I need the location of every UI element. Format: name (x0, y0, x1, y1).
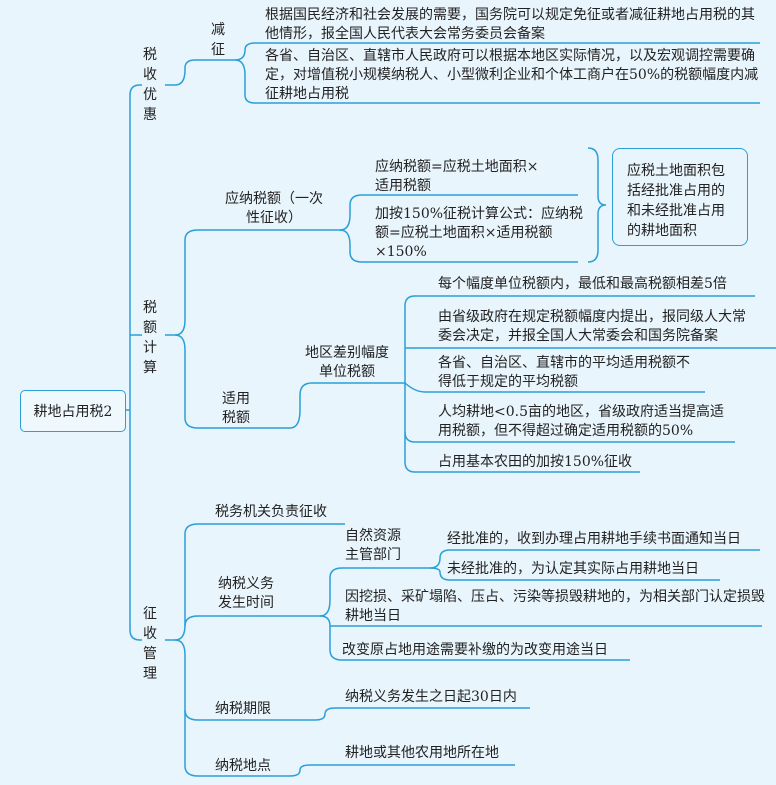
reduction-item: 各省、自治区、直辖市人民政府可以根据本地区实际情况，以及宏观调控需要确定，对增值… (265, 48, 759, 102)
collector: 税务机关负责征收 (215, 504, 327, 520)
formula: 应纳税额=应税土地面积×适用税额 (375, 159, 539, 194)
damage-item: 因挖损、采矿塌陷、压占、污染等损毁耕地的，为相关部门认定损毁耕地当日 (345, 589, 765, 624)
timing-label: 纳税义务发生时间 (218, 576, 274, 611)
reduction-item: 根据国民经济和社会发展的需要，国务院可以规定免征或者减征耕地占用税的其他情形，报… (265, 7, 755, 42)
regional-label: 地区差别幅度单位税额 (305, 345, 389, 380)
root-label: 耕地占用税2 (33, 404, 113, 420)
payable-label: 应纳税额（一次性征收） (225, 191, 323, 226)
note-box: 应税土地面积包括经批准占用的和未经批准占用的耕地面积 (612, 148, 748, 246)
rate-label: 适用税额 (222, 391, 250, 426)
root-node: 耕地占用税2 (20, 390, 126, 432)
place-label: 纳税地点 (215, 758, 271, 774)
regional-item: 每个幅度单位税额内，最低和最高税额相差5倍 (438, 276, 727, 292)
authority-item: 未经批准的，为认定其实际占用耕地当日 (447, 561, 699, 577)
regional-item: 占用基本农田的加按150%征收 (438, 454, 633, 470)
branch-administration: 征收管理 (143, 606, 157, 682)
branch-calculation: 税额计算 (143, 300, 157, 376)
place-value: 耕地或其他农用地所在地 (345, 745, 499, 761)
change-item: 改变原占地用途需要补缴的为改变用途当日 (342, 642, 608, 658)
regional-item: 由省级政府在规定税额幅度内提出，报同级人大常委会决定，并报全国人大常委会和国务院… (438, 309, 746, 344)
reduction-label: 减征 (211, 22, 225, 58)
formula: 加按150%征税计算公式：应纳税额=应税土地面积×适用税额×150% (375, 206, 584, 260)
regional-item: 人均耕地<0.5亩的地区，省级政府适当提高适用税额，但不得超过确定适用税额的50… (438, 404, 724, 439)
regional-item: 各省、自治区、直辖市的平均适用税额不得低于规定的平均税额 (438, 355, 690, 390)
deadline-value: 纳税义务发生之日起30日内 (345, 689, 517, 705)
authority-label: 自然资源主管部门 (345, 528, 401, 563)
deadline-label: 纳税期限 (215, 701, 271, 717)
branch-preferential: 税收优惠 (143, 47, 157, 123)
authority-item: 经批准的，收到办理占用耕地手续书面通知当日 (447, 531, 741, 547)
